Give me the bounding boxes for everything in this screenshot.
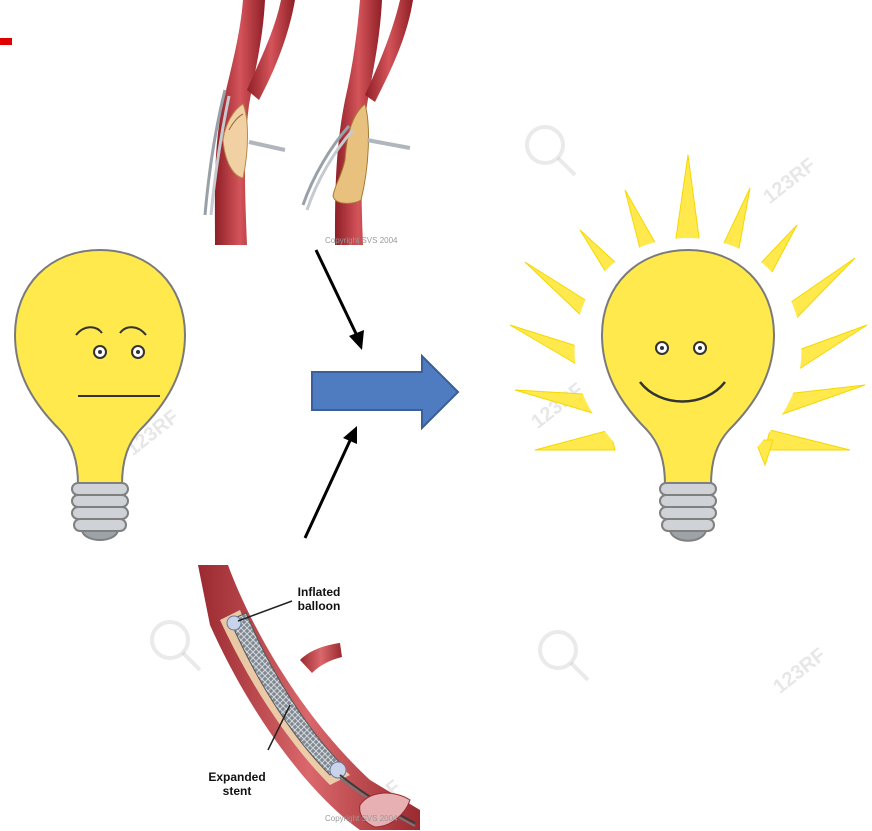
arrow-from-surgery <box>300 240 380 360</box>
arrow-from-stent <box>295 418 375 546</box>
surgery-illustration <box>185 0 435 245</box>
label-line: balloon <box>284 599 354 613</box>
neutral-lightbulb <box>10 245 190 550</box>
watermark-search-icon <box>528 620 598 690</box>
bulb-base <box>660 483 716 541</box>
transition-arrow <box>308 352 464 432</box>
stent-copyright: Copyright SVS 2004 <box>325 814 398 823</box>
label-line: stent <box>197 784 277 798</box>
bulb-base <box>72 483 128 540</box>
watermark-text: 123RF <box>769 644 830 699</box>
label-line: Inflated <box>284 585 354 599</box>
inflated-balloon-label: Inflated balloon <box>284 585 354 613</box>
red-accent-mark <box>0 38 12 45</box>
label-line: Expanded <box>197 770 277 784</box>
expanded-stent-label: Expanded stent <box>197 770 277 798</box>
happy-lightbulb <box>505 150 872 555</box>
